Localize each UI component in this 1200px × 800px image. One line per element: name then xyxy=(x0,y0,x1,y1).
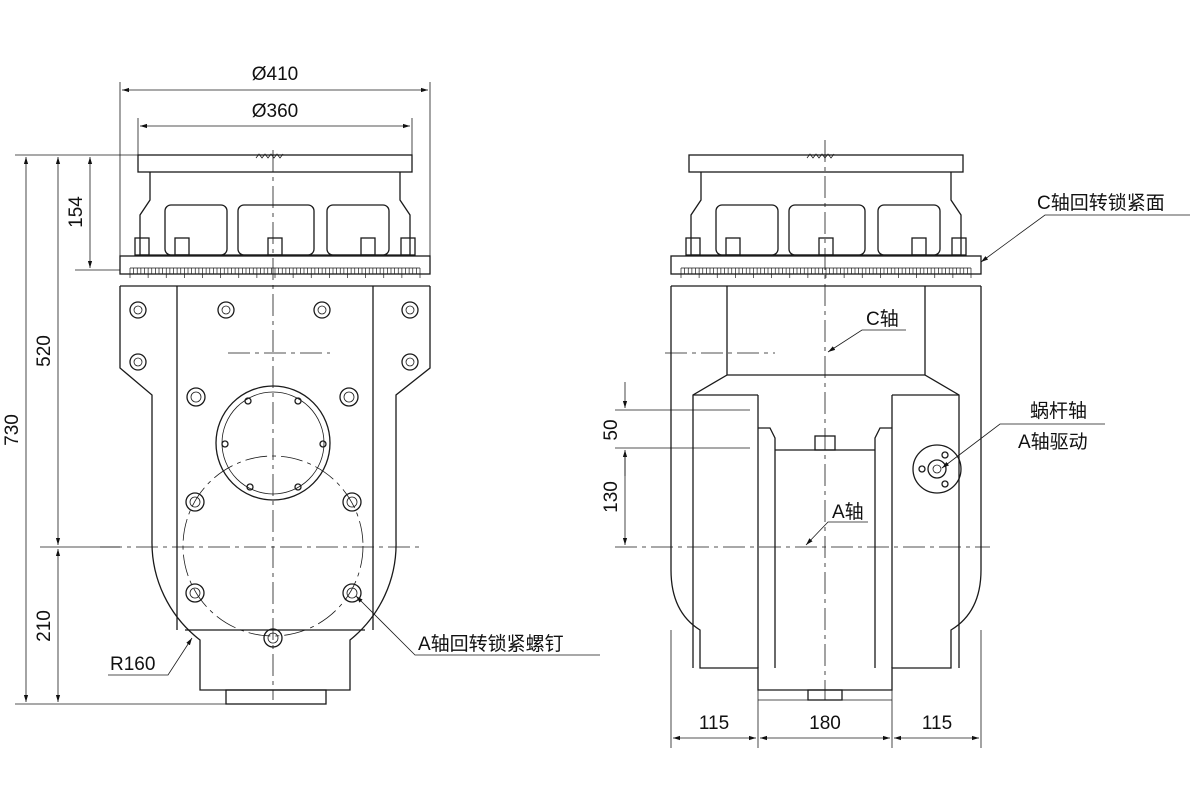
right-worm-housing xyxy=(912,444,962,494)
left-cover-screws xyxy=(221,397,327,491)
left-top-bolts xyxy=(134,237,416,256)
left-window-2 xyxy=(237,204,315,256)
right-worm-shaft xyxy=(927,459,947,479)
label-a-axis: A轴 xyxy=(832,501,864,523)
dim-210: 210 xyxy=(34,610,55,642)
left-top-flange xyxy=(137,154,413,173)
leader-a-axis xyxy=(805,521,868,546)
right-window-2 xyxy=(788,204,866,256)
right-a-axis-side-walls xyxy=(757,395,893,668)
right-body-outline xyxy=(670,286,982,691)
left-frame xyxy=(139,172,411,256)
left-flange-serration xyxy=(255,153,284,159)
left-window-1 xyxy=(164,204,228,256)
right-window-1 xyxy=(715,204,779,256)
dim-180: 180 xyxy=(809,713,841,734)
dim-50: 50 xyxy=(601,419,622,440)
dim-r160: R160 xyxy=(110,654,155,675)
left-scale-ticks xyxy=(129,267,421,278)
dim-154: 154 xyxy=(66,196,87,228)
dim-730: 730 xyxy=(2,414,23,446)
left-body-bolts xyxy=(129,301,419,648)
right-scale-ticks xyxy=(680,267,972,278)
right-flange-serration xyxy=(806,153,835,159)
label-a-lock-screw: A轴回转锁紧螺钉 xyxy=(418,633,564,655)
left-window-3 xyxy=(326,204,390,256)
leader-c-lock-face xyxy=(980,214,1190,263)
label-c-axis: C轴 xyxy=(866,308,899,330)
dim-520: 520 xyxy=(34,335,55,367)
dim-115-right: 115 xyxy=(922,713,952,734)
leader-a-lock-screw xyxy=(355,595,600,656)
dim-d360: Ø360 xyxy=(252,101,298,122)
label-a-drive: A轴驱动 xyxy=(1018,431,1088,453)
right-top-bolts xyxy=(685,237,967,256)
left-view: Ø410 Ø360 154 520 730 210 R160 A轴回转锁紧螺钉 xyxy=(2,64,600,705)
label-worm-shaft: 蜗杆轴 xyxy=(1030,400,1087,422)
label-c-lock-face: C轴回转锁紧面 xyxy=(1037,192,1165,214)
left-bottom-foot xyxy=(225,689,327,705)
right-inner-right xyxy=(924,286,960,668)
leader-c-axis xyxy=(827,329,906,353)
right-inner-left xyxy=(692,286,728,668)
dim-d410: Ø410 xyxy=(252,64,298,85)
right-view: 50 130 115 180 115 C轴回转锁紧面 C轴 A轴 蜗杆轴 A轴驱… xyxy=(601,140,1190,748)
leader-r160 xyxy=(108,637,193,676)
dim-130: 130 xyxy=(601,481,622,513)
right-frame xyxy=(690,172,962,256)
right-top-flange xyxy=(688,154,964,173)
leader-worm-shaft xyxy=(941,423,1105,469)
right-window-3 xyxy=(877,204,941,256)
right-a-axis-inner xyxy=(758,427,892,668)
dim-115-left: 115 xyxy=(699,713,729,734)
